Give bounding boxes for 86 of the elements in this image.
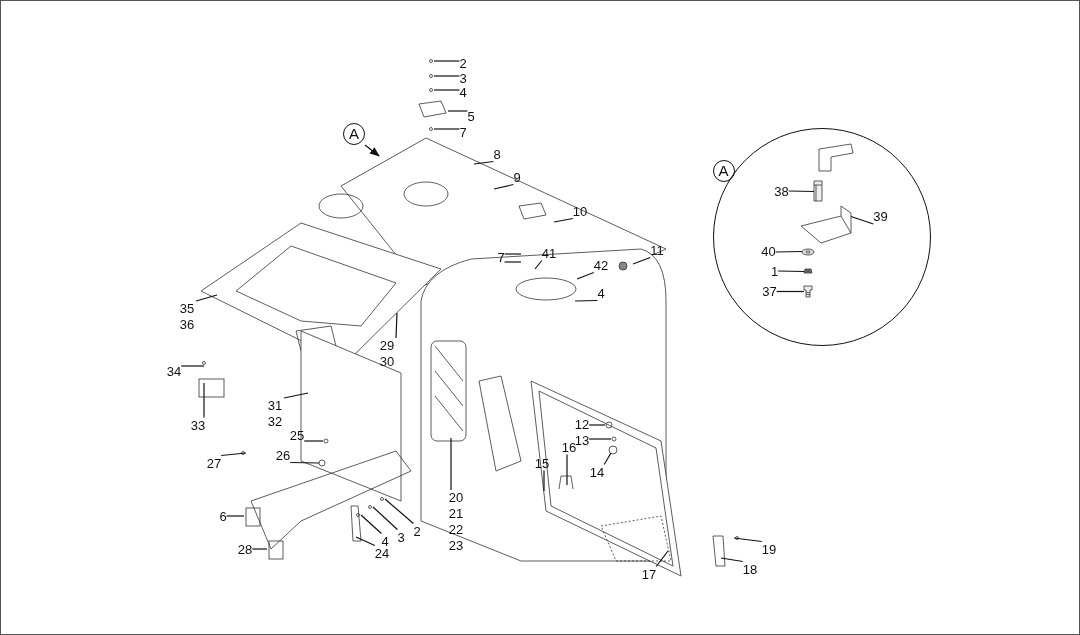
leader-line [203,382,205,419]
leader-line [433,89,460,91]
leader-line [632,256,651,265]
callout-number: 5 [467,108,475,124]
leader-line [251,548,268,550]
leader-line [788,190,815,193]
leader-line [360,514,382,535]
leader-line [433,128,460,130]
leader-line [655,550,669,568]
leader-line [226,515,245,517]
leader-line [355,536,376,547]
leader-line [775,250,803,253]
leader-line [283,392,309,399]
leader-line [372,506,398,531]
leader-line [504,253,522,255]
callout-number: 27 [206,455,222,471]
callout-number: 38 [774,184,789,199]
leader-line [553,217,574,223]
leader-line [303,440,324,442]
leader-line [588,438,612,440]
callout-number: 11 [650,242,664,258]
callout-number: 2 [459,55,467,71]
spacer-drawing [813,180,823,202]
leader-line [733,537,763,543]
callout-number: 1 [770,264,779,279]
leader-line [566,453,568,486]
callout-number: 19 [761,541,777,557]
leader-line [289,461,320,464]
callout-number: 31 32 [266,398,284,430]
leader-line [776,290,805,293]
leader-line [850,215,874,225]
callout-number: 7 [497,249,505,265]
leader-line [543,469,545,492]
callout-number: 3 [459,70,467,86]
callout-number: 17 [641,566,657,582]
callout-number: 4 [459,84,467,100]
callout-number: 41 [541,245,557,261]
leader-line [574,299,598,302]
callout-number: 25 [289,427,305,443]
leader-line [450,437,452,491]
leader-line [576,271,595,280]
callout-number: 12 [574,416,590,432]
leader-line [433,60,460,62]
leader-line [777,270,805,273]
bracket-drawing [800,205,852,244]
leader-line [395,312,398,339]
leader-arrow [364,144,380,157]
leader-line [493,183,514,190]
callout-number: 39 [873,209,888,224]
leader-line [433,75,460,77]
leader-line [588,424,606,426]
callout-number: 42 [593,257,609,273]
callout-number: 20 21 22 23 [447,490,465,554]
callout-number: 7 [459,124,467,140]
callout-number: 2 [413,523,421,539]
leader-line [447,110,468,112]
callout-number: 15 [534,455,550,471]
callout-number: 4 [597,285,605,301]
callout-number: 14 [589,464,605,480]
callout-number: 6 [219,508,227,524]
washer-drawing [801,248,815,256]
leader-line [720,557,744,563]
callout-number: 33 [190,417,206,433]
leader-line [534,259,543,270]
callout-number: 10 [572,203,588,219]
callout-number: 37 [762,284,777,299]
callout-number: 34 [166,363,182,379]
callout-number: 16 [561,439,577,455]
callout-number: 29 30 [378,338,396,370]
leader-line [180,365,205,367]
leader-line [473,160,494,165]
leader-line [195,294,218,302]
nut-drawing [803,268,813,274]
leader-line [603,452,612,466]
callout-number: 40 [761,244,776,259]
leader-line [504,261,522,263]
bolt-drawing [803,285,813,298]
callout-number: 26 [275,447,291,463]
leader-line [384,498,414,525]
leader-line [220,452,247,457]
callout-number: 9 [513,169,521,185]
callout-number: 28 [237,541,253,557]
callout-number: 3 [397,529,405,545]
callout-number: 35 36 [178,301,196,333]
callout-number: 18 [742,561,758,577]
callout-number: 8 [493,146,501,162]
